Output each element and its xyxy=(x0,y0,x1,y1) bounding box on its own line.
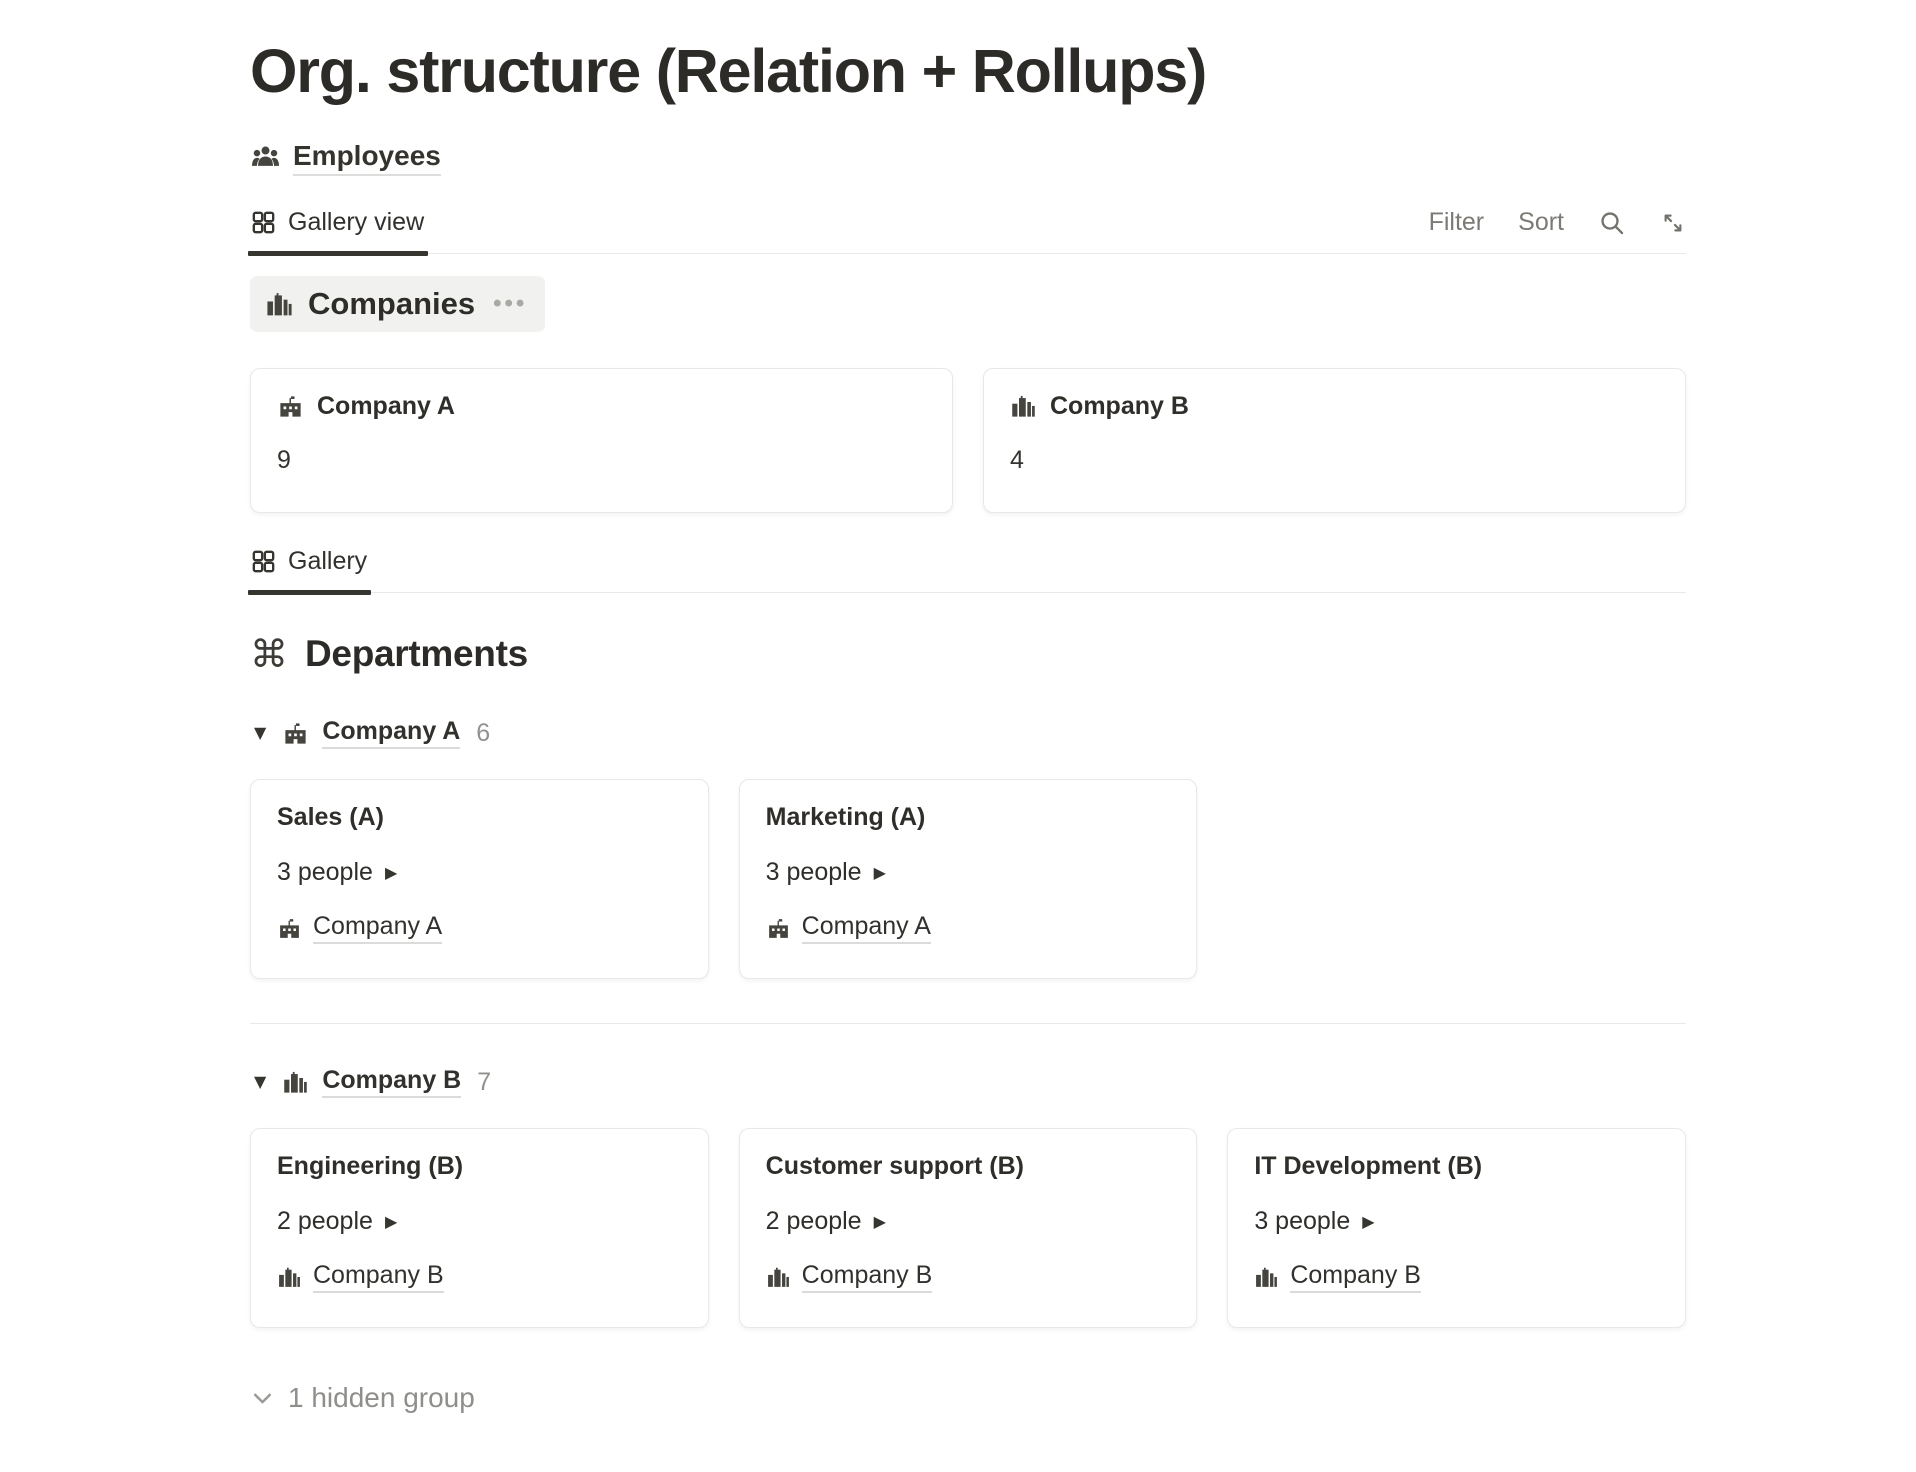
filter-button[interactable]: Filter xyxy=(1428,208,1485,237)
group-divider xyxy=(250,1023,1686,1025)
card-customer-support-b[interactable]: Customer support (B) 2 people ▶ Company … xyxy=(738,1128,1198,1329)
relation-link-company-b[interactable]: Company B xyxy=(801,1261,933,1294)
sort-button[interactable]: Sort xyxy=(1518,208,1564,237)
card-title: Company A xyxy=(317,392,455,421)
card-marketing-a[interactable]: Marketing (A) 3 people ▶ Company A xyxy=(738,779,1198,980)
school-building-icon xyxy=(277,393,304,420)
card-title: Customer support (B) xyxy=(765,1152,1024,1181)
school-building-icon xyxy=(766,916,791,941)
card-engineering-b[interactable]: Engineering (B) 2 people ▶ Company B xyxy=(250,1128,709,1329)
companies-group-title: Companies xyxy=(308,286,476,322)
hidden-group-toggle[interactable]: 1 hidden group xyxy=(250,1382,475,1414)
tab-gallery-view[interactable]: Gallery view xyxy=(247,208,429,257)
group-count: 7 xyxy=(477,1067,492,1096)
school-building-icon xyxy=(282,720,309,747)
card-title: Marketing (A) xyxy=(765,803,926,832)
tab-gallery-label: Gallery xyxy=(288,547,368,576)
rollup-count: 9 xyxy=(277,446,291,475)
view-toolbar: Filter Sort xyxy=(1429,208,1686,237)
card-title: IT Development (B) xyxy=(1254,1152,1483,1181)
play-icon[interactable]: ▶ xyxy=(873,1211,886,1231)
cityscape-icon xyxy=(766,1265,791,1290)
card-title: Engineering (B) xyxy=(277,1152,464,1181)
school-building-icon xyxy=(277,916,302,941)
group-count: 6 xyxy=(476,718,491,747)
gallery-grid-icon xyxy=(250,209,277,236)
companies-group-header[interactable]: Companies ••• xyxy=(250,276,546,333)
play-icon[interactable]: ▶ xyxy=(384,1211,398,1231)
cityscape-icon xyxy=(277,1265,302,1290)
card-company-a[interactable]: Company A 9 xyxy=(250,368,953,514)
page-content: Org. structure (Relation + Rollups) Empl… xyxy=(247,0,1686,1416)
page-title: Org. structure (Relation + Rollups) xyxy=(250,37,1207,105)
companies-card-grid: Company A 9 Company B 4 xyxy=(250,368,1686,514)
people-group-icon xyxy=(250,142,281,173)
people-rollup: 3 people xyxy=(277,858,373,887)
people-rollup: 3 people xyxy=(1254,1207,1351,1236)
group-label-link[interactable]: Company B xyxy=(322,1066,462,1099)
group-header-company-a: ▼ Company A 6 xyxy=(250,717,1686,750)
employees-link-label: Employees xyxy=(293,140,441,176)
departments-card-grid-b: Engineering (B) 2 people ▶ Company B xyxy=(250,1128,1686,1329)
play-icon[interactable]: ▶ xyxy=(873,862,886,882)
gallery-grid-icon xyxy=(250,548,277,575)
relation-link-company-b[interactable]: Company B xyxy=(313,1261,444,1294)
search-icon[interactable] xyxy=(1598,209,1626,237)
people-rollup: 3 people xyxy=(765,858,862,887)
departments-view-tab-bar: Gallery xyxy=(247,547,1686,596)
group-collapse-toggle[interactable]: ▼ xyxy=(250,721,270,745)
group-options-button[interactable]: ••• xyxy=(493,290,528,318)
card-it-development-b[interactable]: IT Development (B) 3 people ▶ Company B xyxy=(1227,1128,1686,1329)
linked-database-link-employees[interactable]: Employees xyxy=(250,140,441,176)
departments-header: ⌘ Departments xyxy=(250,633,1686,675)
hidden-group-label: 1 hidden group xyxy=(288,1382,475,1414)
relation-link-company-a[interactable]: Company A xyxy=(313,912,443,945)
group-collapse-toggle[interactable]: ▼ xyxy=(250,1070,270,1094)
play-icon[interactable]: ▶ xyxy=(384,862,398,882)
rollup-count: 4 xyxy=(1010,446,1024,475)
cityscape-icon xyxy=(1010,393,1037,420)
people-rollup: 2 people xyxy=(277,1207,373,1236)
group-label-link[interactable]: Company A xyxy=(322,717,461,750)
group-header-company-b: ▼ Company B 7 xyxy=(250,1066,1686,1099)
command-icon: ⌘ xyxy=(250,632,288,677)
expand-diagonal-icon[interactable] xyxy=(1660,210,1686,236)
companies-view-tab-bar: Gallery view Filter Sort xyxy=(247,208,1686,257)
card-company-b[interactable]: Company B 4 xyxy=(983,368,1686,514)
cityscape-icon xyxy=(282,1069,309,1096)
tab-gallery-view-label: Gallery view xyxy=(288,208,425,237)
people-rollup: 2 people xyxy=(765,1207,862,1236)
relation-link-company-a[interactable]: Company A xyxy=(801,912,931,945)
card-title: Company B xyxy=(1050,392,1189,421)
play-icon[interactable]: ▶ xyxy=(1362,1211,1375,1231)
departments-title: Departments xyxy=(305,633,528,675)
cityscape-icon xyxy=(1254,1265,1279,1290)
chevron-down-icon xyxy=(250,1386,275,1411)
cityscape-icon xyxy=(265,290,294,319)
card-title: Sales (A) xyxy=(277,803,384,832)
relation-link-company-b[interactable]: Company B xyxy=(1290,1261,1421,1294)
card-sales-a[interactable]: Sales (A) 3 people ▶ Company A xyxy=(250,779,709,980)
departments-card-grid-a: Sales (A) 3 people ▶ Company A Marketing… xyxy=(250,779,1686,980)
tab-gallery[interactable]: Gallery xyxy=(247,547,372,596)
